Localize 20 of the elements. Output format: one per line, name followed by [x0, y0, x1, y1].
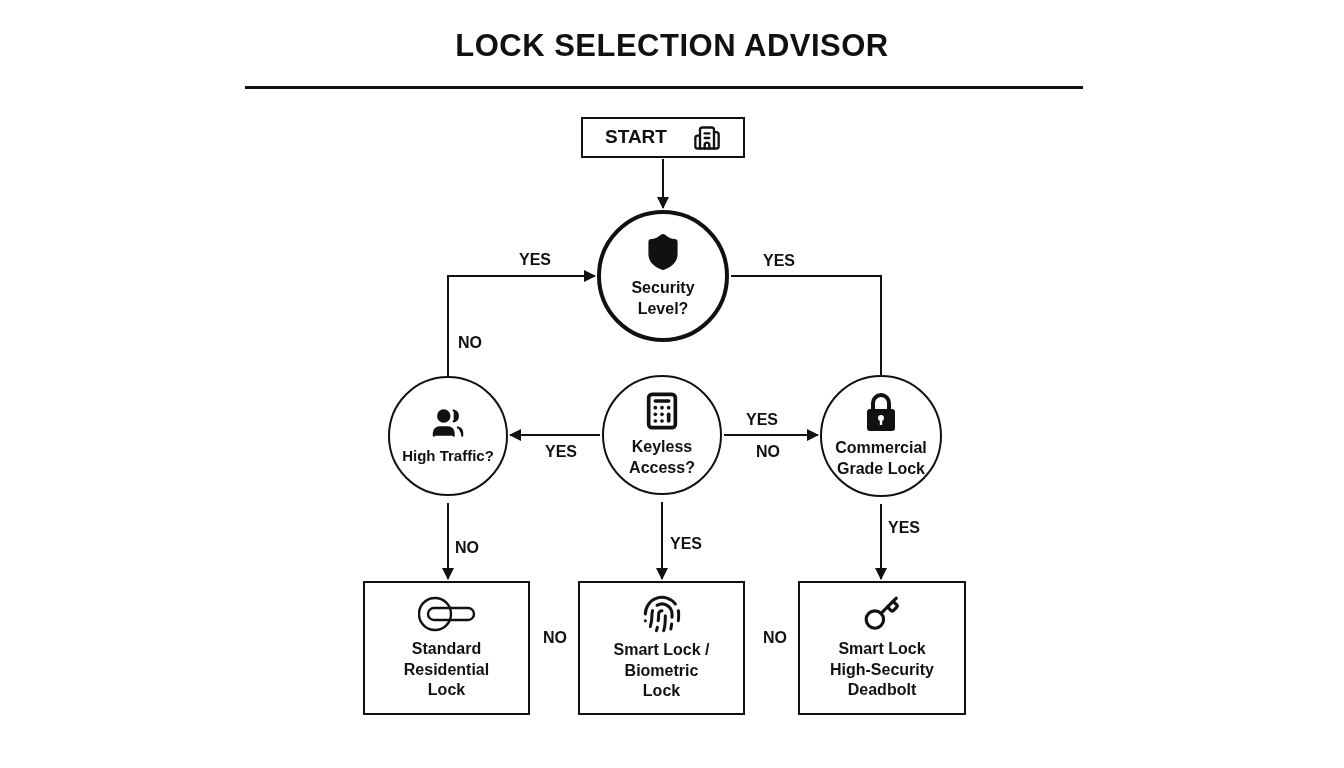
- start-box: [581, 117, 745, 158]
- arrow: [447, 270, 596, 377]
- node-label: Smart Lock / Biometric Lock: [612, 639, 711, 702]
- arrow: [657, 158, 669, 209]
- node-label: START: [605, 125, 667, 150]
- diagram-title: LOCK SELECTION ADVISOR: [455, 28, 889, 64]
- node-label: High Traffic?: [402, 446, 494, 466]
- result-box: [363, 581, 530, 715]
- node-label: Commercial Grade Lock: [834, 438, 928, 479]
- node-label: Standard Residential Lock: [402, 638, 491, 701]
- arrow: [442, 502, 454, 580]
- node-label: Smart Lock High-Security Deadbolt: [829, 638, 935, 701]
- arrow: [875, 503, 887, 580]
- result-box: [798, 581, 966, 715]
- node-label: Keyless Access?: [628, 437, 696, 478]
- arrow: [509, 429, 601, 441]
- result-box: [578, 581, 745, 715]
- arrow: [723, 429, 819, 441]
- arrow: [656, 501, 668, 580]
- node-label: Security Level?: [630, 278, 696, 319]
